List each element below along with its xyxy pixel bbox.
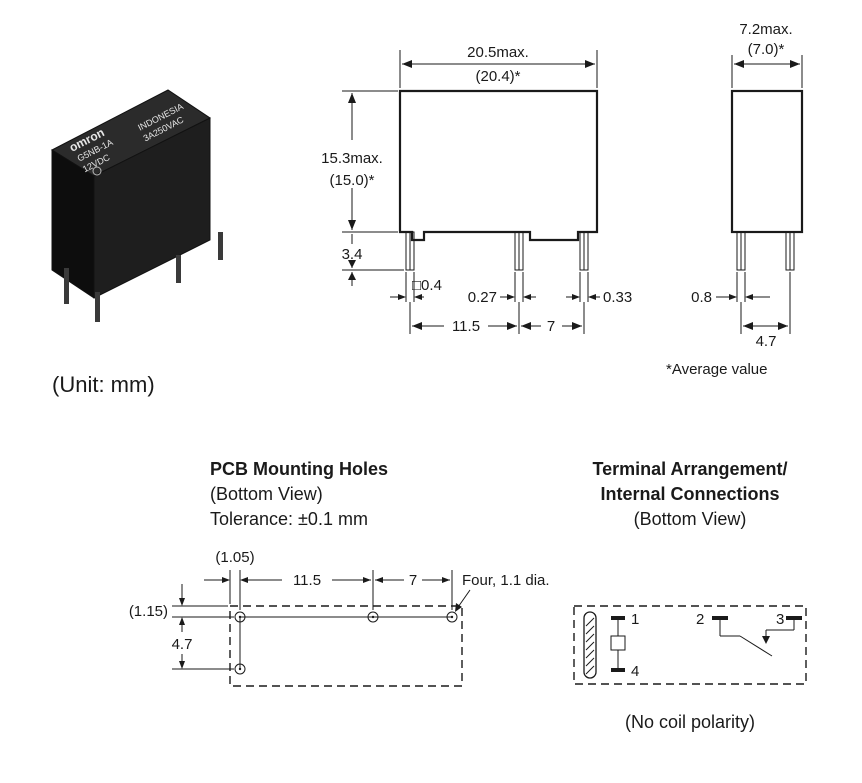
pcb-title: PCB Mounting Holes <box>210 459 388 479</box>
terminal-view: (Bottom View) <box>634 509 747 529</box>
pcb-pitch-2: 7 <box>409 572 417 589</box>
terminal-title-1: Terminal Arrangement/ <box>592 459 787 479</box>
side-view-drawing: 7.2max. (7.0)* 0.8 4.7 *Average value <box>666 21 804 378</box>
depth-avg-label: (7.0)* <box>748 41 785 58</box>
pcb-offset-y: (1.15) <box>129 603 168 620</box>
pcb-holes-section: PCB Mounting Holes (Bottom View) Toleran… <box>129 459 550 687</box>
gap-a-label: 0.27 <box>468 289 497 306</box>
terminal-title-2: Internal Connections <box>600 484 779 504</box>
pin-2-label: 2 <box>696 611 704 628</box>
height-avg-label: (15.0)* <box>329 172 374 189</box>
average-note: *Average value <box>666 361 767 378</box>
pin-4-label: 4 <box>631 663 639 680</box>
pitch-2-label: 7 <box>547 318 555 335</box>
pin-square-label: □0.4 <box>412 277 442 294</box>
pcb-hole-note: Four, 1.1 dia. <box>462 572 550 589</box>
gap-b-label: 0.33 <box>603 289 632 306</box>
width-avg-label: (20.4)* <box>475 68 520 85</box>
relay-photo: omron G5NB-1A 12VDC INDONESIA 3A250VAC <box>50 89 223 322</box>
front-view-drawing: 20.5max. (20.4)* 15.3max. (15.0)* 3.4 □0… <box>321 44 632 335</box>
pin-1-label: 1 <box>631 611 639 628</box>
height-max-label: 15.3max. <box>321 150 383 167</box>
depth-max-label: 7.2max. <box>739 21 792 38</box>
terminal-section: Terminal Arrangement/ Internal Connectio… <box>573 459 807 732</box>
pin-length-label: 3.4 <box>342 246 363 263</box>
width-max-label: 20.5max. <box>467 44 529 61</box>
unit-label: (Unit: mm) <box>52 372 155 397</box>
pcb-pitch-1: 11.5 <box>293 572 321 589</box>
pin-offset-label: 0.8 <box>691 289 712 306</box>
pcb-row-spacing: 4.7 <box>172 636 193 653</box>
pcb-view: (Bottom View) <box>210 484 323 504</box>
pitch-1-label: 11.5 <box>452 318 480 335</box>
pcb-tolerance: Tolerance: ±0.1 mm <box>210 509 368 529</box>
pin-spacing-label: 4.7 <box>756 333 777 350</box>
pcb-offset-x: (1.05) <box>215 549 254 566</box>
pin-3-label: 3 <box>776 611 784 628</box>
polarity-note: (No coil polarity) <box>625 712 755 732</box>
